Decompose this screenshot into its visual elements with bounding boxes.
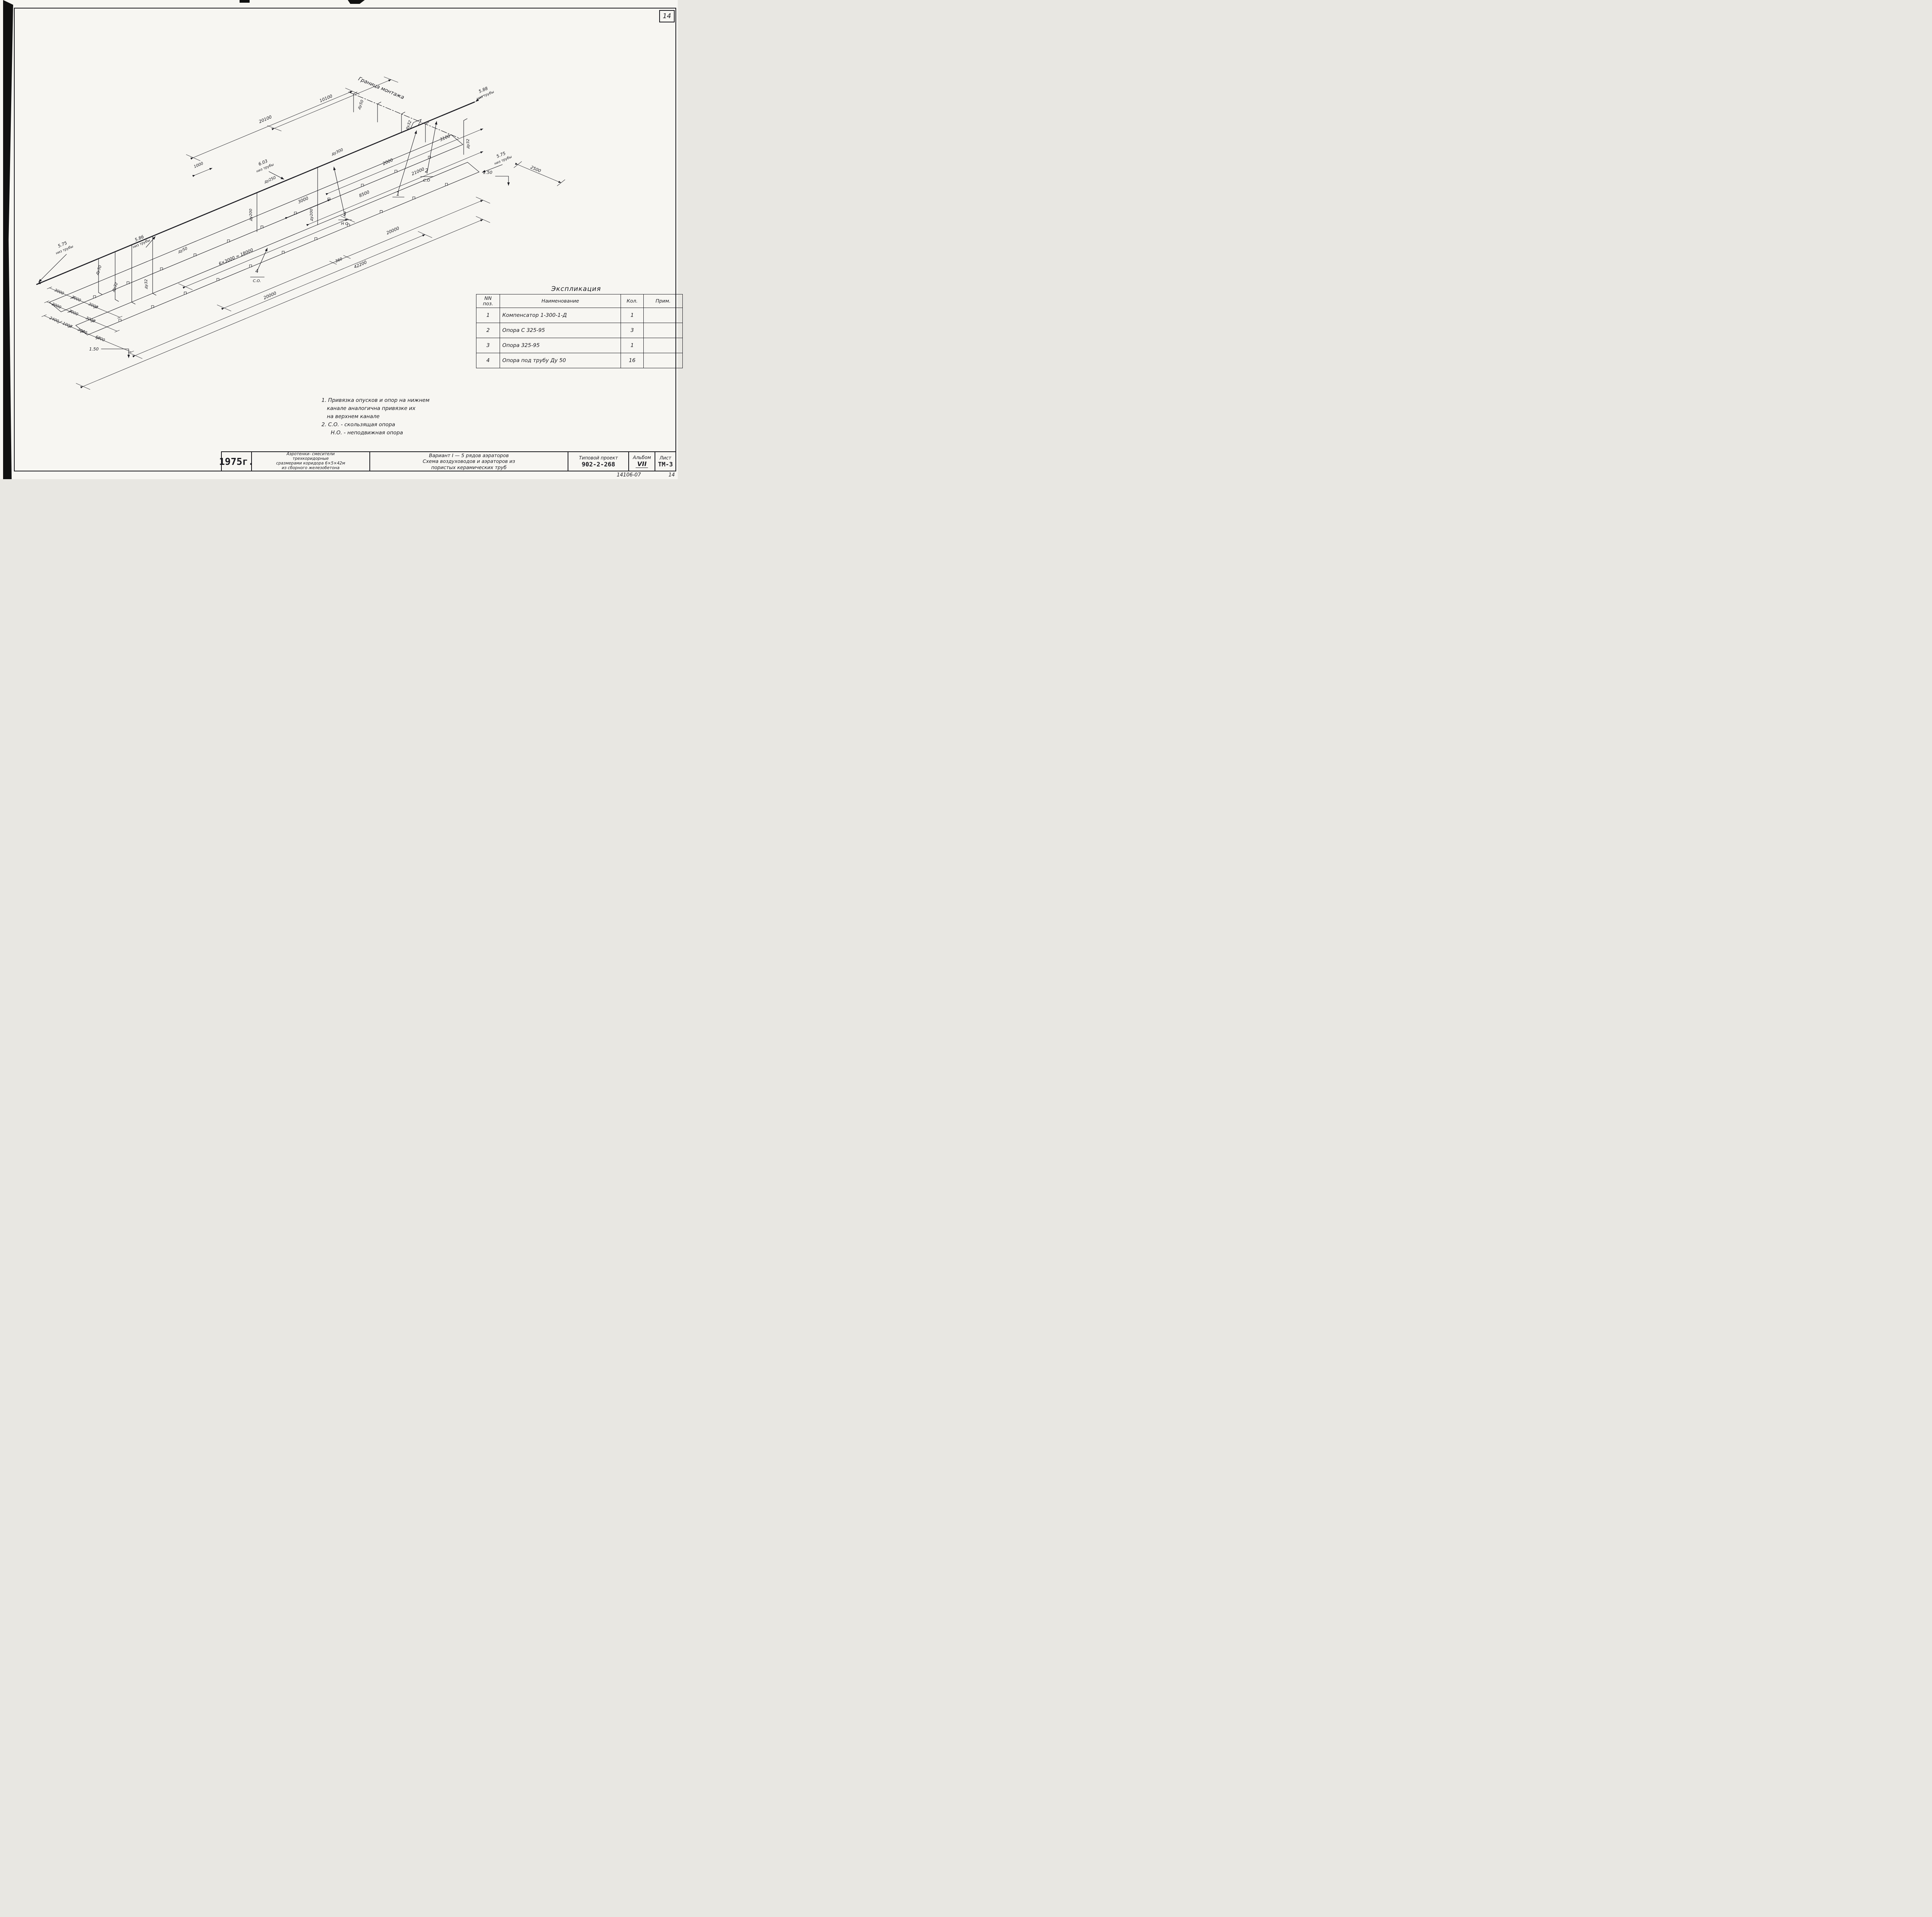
album-number: VII xyxy=(636,460,648,468)
handwritten-sheet-number: 14 xyxy=(668,472,675,478)
dimension-label: 20000 xyxy=(386,226,400,236)
drawing-title: Вариант I — 5 рядов аэраторов Схема возд… xyxy=(370,452,568,471)
table-row: 1 Компенсатор 1-300-1-Д 1 xyxy=(476,308,683,323)
note-line: 1. Привязка опусков и опор на нижнем xyxy=(321,397,430,403)
dimension-label: 3000 xyxy=(85,316,96,324)
pipe-size-label: ду32 xyxy=(111,282,119,293)
support-type-label: С.О xyxy=(423,179,430,183)
table-header-row: NN поз. Наименование Кол. Прим. xyxy=(476,294,683,308)
album-cell: Альбом VII xyxy=(629,452,656,471)
dimension-label: 3000 xyxy=(54,288,65,296)
elevation-mark: 1.50 xyxy=(483,170,493,175)
dimension-label: 3000 xyxy=(51,302,62,310)
dimension-label: 2400 xyxy=(49,316,60,324)
sheet-number: 14 xyxy=(663,12,671,20)
pipe-size-label: ду300 xyxy=(330,148,344,156)
pipe-size-label: ду200 xyxy=(310,209,314,221)
pipe-size-label: ду50 xyxy=(95,265,103,276)
air-duct-pipes xyxy=(36,92,480,335)
legend-title: Экспликация xyxy=(551,285,601,293)
dimension-label: 1000 xyxy=(62,321,73,329)
dimension-label: 6×3000 = 18000 xyxy=(218,247,254,266)
position-callout: 1 xyxy=(396,191,400,197)
dimension-label: 10100 xyxy=(319,94,333,104)
pipe-size-label: ду50 xyxy=(357,99,365,111)
support-type-label: Н О xyxy=(341,222,349,226)
year-stamp: 1975г. xyxy=(219,452,254,471)
note-line: Н.О. - неподвижная опора xyxy=(331,429,403,436)
drawing-notes: 1. Привязка опусков и опор на нижнем кан… xyxy=(321,396,461,437)
elevation-mark: 1.50 xyxy=(89,347,99,352)
note-line: 2. С.О. - скользящая опора xyxy=(321,421,395,428)
object-description: Аэротенки- смесители трехкоридорные сраз… xyxy=(252,452,370,471)
sheet-code: ТМ-3 xyxy=(658,460,673,468)
position-callout: 2 xyxy=(425,168,428,174)
pipe-size-label: ду32 xyxy=(405,120,413,131)
dimension-label: 3000 xyxy=(77,328,88,335)
project-label: Типовой проект xyxy=(579,455,618,461)
callout-leaders xyxy=(38,95,510,358)
handwritten-note: 14106-07 xyxy=(617,472,641,478)
col-header-note: Прим. xyxy=(643,294,683,308)
legend-table: Экспликация NN поз. Наименование Кол. Пр… xyxy=(476,285,683,368)
table-row: 4 Опора под трубу Ду 50 16 xyxy=(476,353,683,368)
dimension-label: 8500 xyxy=(358,189,370,198)
project-number-cell: Типовой проект 902-2-268 xyxy=(568,452,629,471)
dimension-label: 6000 xyxy=(95,335,105,343)
scan-mark xyxy=(240,0,250,3)
col-header-qty: Кол. xyxy=(621,294,644,308)
dimension-label: 42200 xyxy=(353,260,367,270)
legend-grid: NN поз. Наименование Кол. Прим. 1 Компен… xyxy=(476,294,683,368)
support-ticks xyxy=(41,156,448,353)
pipe-size-label: ду32 xyxy=(466,139,470,149)
dimension-label: 20100 xyxy=(258,114,272,124)
project-number: 902-2-268 xyxy=(582,460,616,468)
position-callout: 3 xyxy=(343,211,346,217)
scan-mark xyxy=(348,0,365,4)
pipe-size-label: ду50 xyxy=(177,247,188,255)
boundary-label: Граница монтажа xyxy=(357,76,405,101)
col-header-pos: NN поз. xyxy=(476,294,500,308)
position-callout: 4 xyxy=(255,269,259,274)
pipe-size-label: ду32 xyxy=(144,279,148,289)
album-label: Альбом xyxy=(633,455,651,460)
pipe-size-label: ду200 xyxy=(249,209,253,221)
support-type-label: С.О. xyxy=(253,279,261,283)
dimension-label: 3100 xyxy=(439,133,451,142)
title-block: 1975г. Аэротенки- смесители трехкоридорн… xyxy=(219,451,676,471)
table-row: 2 Опора С 325-95 3 xyxy=(476,323,683,338)
dimension-label: 1000 xyxy=(193,162,204,169)
dimension-lines xyxy=(44,77,565,390)
dimension-label: 20000 xyxy=(263,291,277,301)
sheet-label: Лист xyxy=(659,455,672,461)
table-row: 3 Опора 325-95 1 xyxy=(476,338,683,353)
dimension-label: 21000 xyxy=(411,167,425,177)
dimension-label: 3000 xyxy=(68,309,79,317)
dimension-label: 3000 xyxy=(88,302,99,310)
pipe-size-label: ду250 xyxy=(263,175,277,184)
note-line: канале аналогична привязке их xyxy=(327,405,416,412)
col-header-name: Наименование xyxy=(500,294,621,308)
dimension-label: 2000 xyxy=(382,157,394,166)
dimension-label: 3000 xyxy=(297,196,309,204)
dimension-label: 3000 xyxy=(71,295,82,303)
sheet-cell: Лист ТМ-3 xyxy=(655,452,675,471)
note-line: на верхнем канале xyxy=(327,413,380,420)
dimension-label: 360 xyxy=(335,257,343,264)
sheet-number-box: 14 xyxy=(659,10,675,22)
